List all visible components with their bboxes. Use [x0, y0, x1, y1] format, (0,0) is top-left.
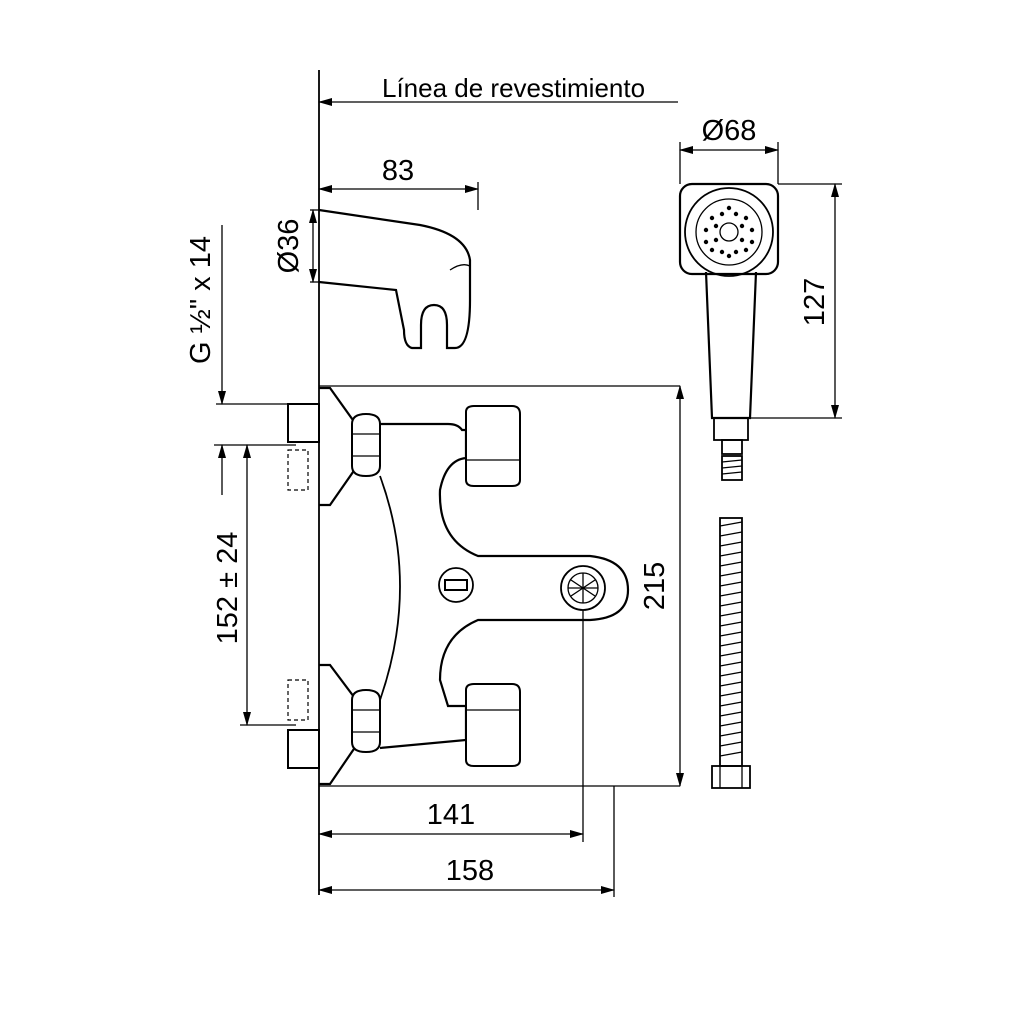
dim-outlet-offset: 141: [318, 610, 584, 842]
dim-head-length-value: 127: [799, 278, 831, 326]
dim-head-diameter-value: Ø68: [702, 115, 757, 147]
thread-callout: G ½" x 14: [185, 225, 290, 405]
dim-inlet-spacing: 152 ± 24: [212, 444, 296, 726]
dim-body-height-value: 215: [639, 562, 671, 610]
shower-head: [678, 182, 780, 455]
thread-label: G ½" x 14: [185, 236, 217, 364]
dim-body-depth-value: 158: [446, 855, 494, 887]
dim-body-height: 215: [639, 385, 684, 787]
dim-head-length: 127: [750, 183, 842, 419]
dim-spout-diameter-value: Ø36: [273, 219, 305, 274]
dim-body-depth: 158: [318, 786, 615, 897]
dim-spout-length: 83: [318, 155, 479, 210]
wall-bracket: [318, 208, 472, 350]
dim-spout-diameter: Ø36: [273, 209, 319, 283]
dim-inlet-spacing-value: 152 ± 24: [212, 532, 244, 645]
wall-line-label: Línea de revestimiento: [382, 73, 645, 103]
dim-outlet-offset-value: 141: [427, 799, 475, 831]
dim-head-diameter: Ø68: [679, 115, 779, 184]
dim-spout-length-value: 83: [382, 155, 414, 187]
shower-hose: [711, 455, 751, 789]
mixer-body: [287, 385, 680, 787]
wall-line-callout: Línea de revestimiento: [318, 73, 678, 106]
spray-holes: [703, 205, 755, 259]
